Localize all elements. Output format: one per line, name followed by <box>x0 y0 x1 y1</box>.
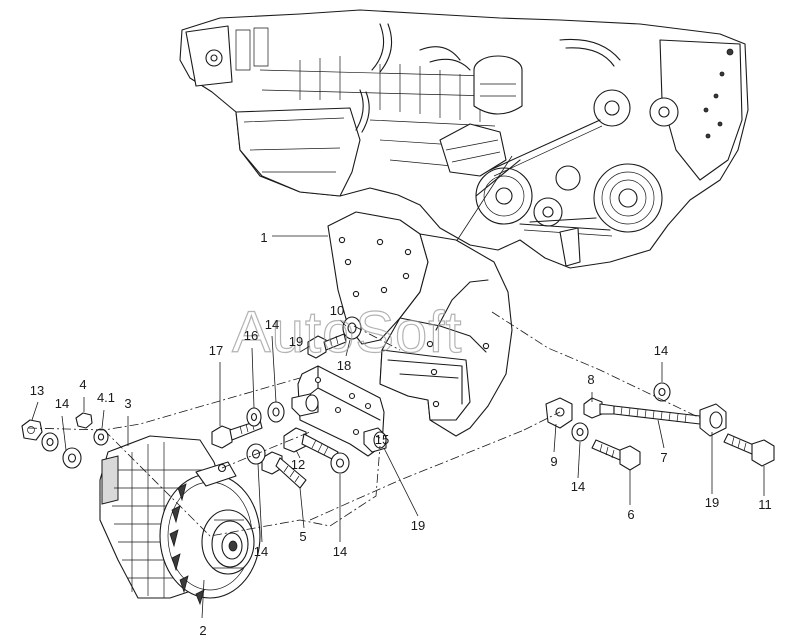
callout-c19b: 19 <box>411 518 425 533</box>
callout-c16: 16 <box>244 328 258 343</box>
callout-c11: 11 <box>758 497 772 512</box>
callout-c2: 2 <box>199 623 206 638</box>
callout-c12: 12 <box>291 457 305 472</box>
assembly-center-lines <box>27 311 701 537</box>
callout-c14a: 14 <box>265 317 279 332</box>
callout-c3: 3 <box>124 396 131 411</box>
callout-c9: 9 <box>550 454 557 469</box>
callout-c19c: 19 <box>705 495 719 510</box>
callout-c19a: 19 <box>289 334 303 349</box>
callout-c15: 15 <box>375 432 389 447</box>
watermark-text: AutoSoft <box>232 300 462 365</box>
callout-c14f: 14 <box>333 544 347 559</box>
callout-c5: 5 <box>299 529 306 544</box>
callout-c8: 8 <box>587 372 594 387</box>
callout-c13: 13 <box>30 383 44 398</box>
callout-c14e: 14 <box>254 544 268 559</box>
callout-c4_1: 4.1 <box>97 390 115 405</box>
engine-block-illustration <box>179 9 749 269</box>
alternator <box>99 435 261 606</box>
callout-leader-lines <box>31 235 765 619</box>
callout-c4: 4 <box>79 377 86 392</box>
callout-c14c: 14 <box>654 343 668 358</box>
callout-c1: 1 <box>260 230 267 245</box>
callout-c14b: 14 <box>55 396 69 411</box>
callout-c17: 17 <box>209 343 223 358</box>
callout-c14d: 14 <box>571 479 585 494</box>
mounting-bracket <box>327 211 513 437</box>
callout-c7: 7 <box>660 450 667 465</box>
callout-c6: 6 <box>627 507 634 522</box>
callout-c18: 18 <box>337 358 351 373</box>
callout-c10: 10 <box>330 303 344 318</box>
